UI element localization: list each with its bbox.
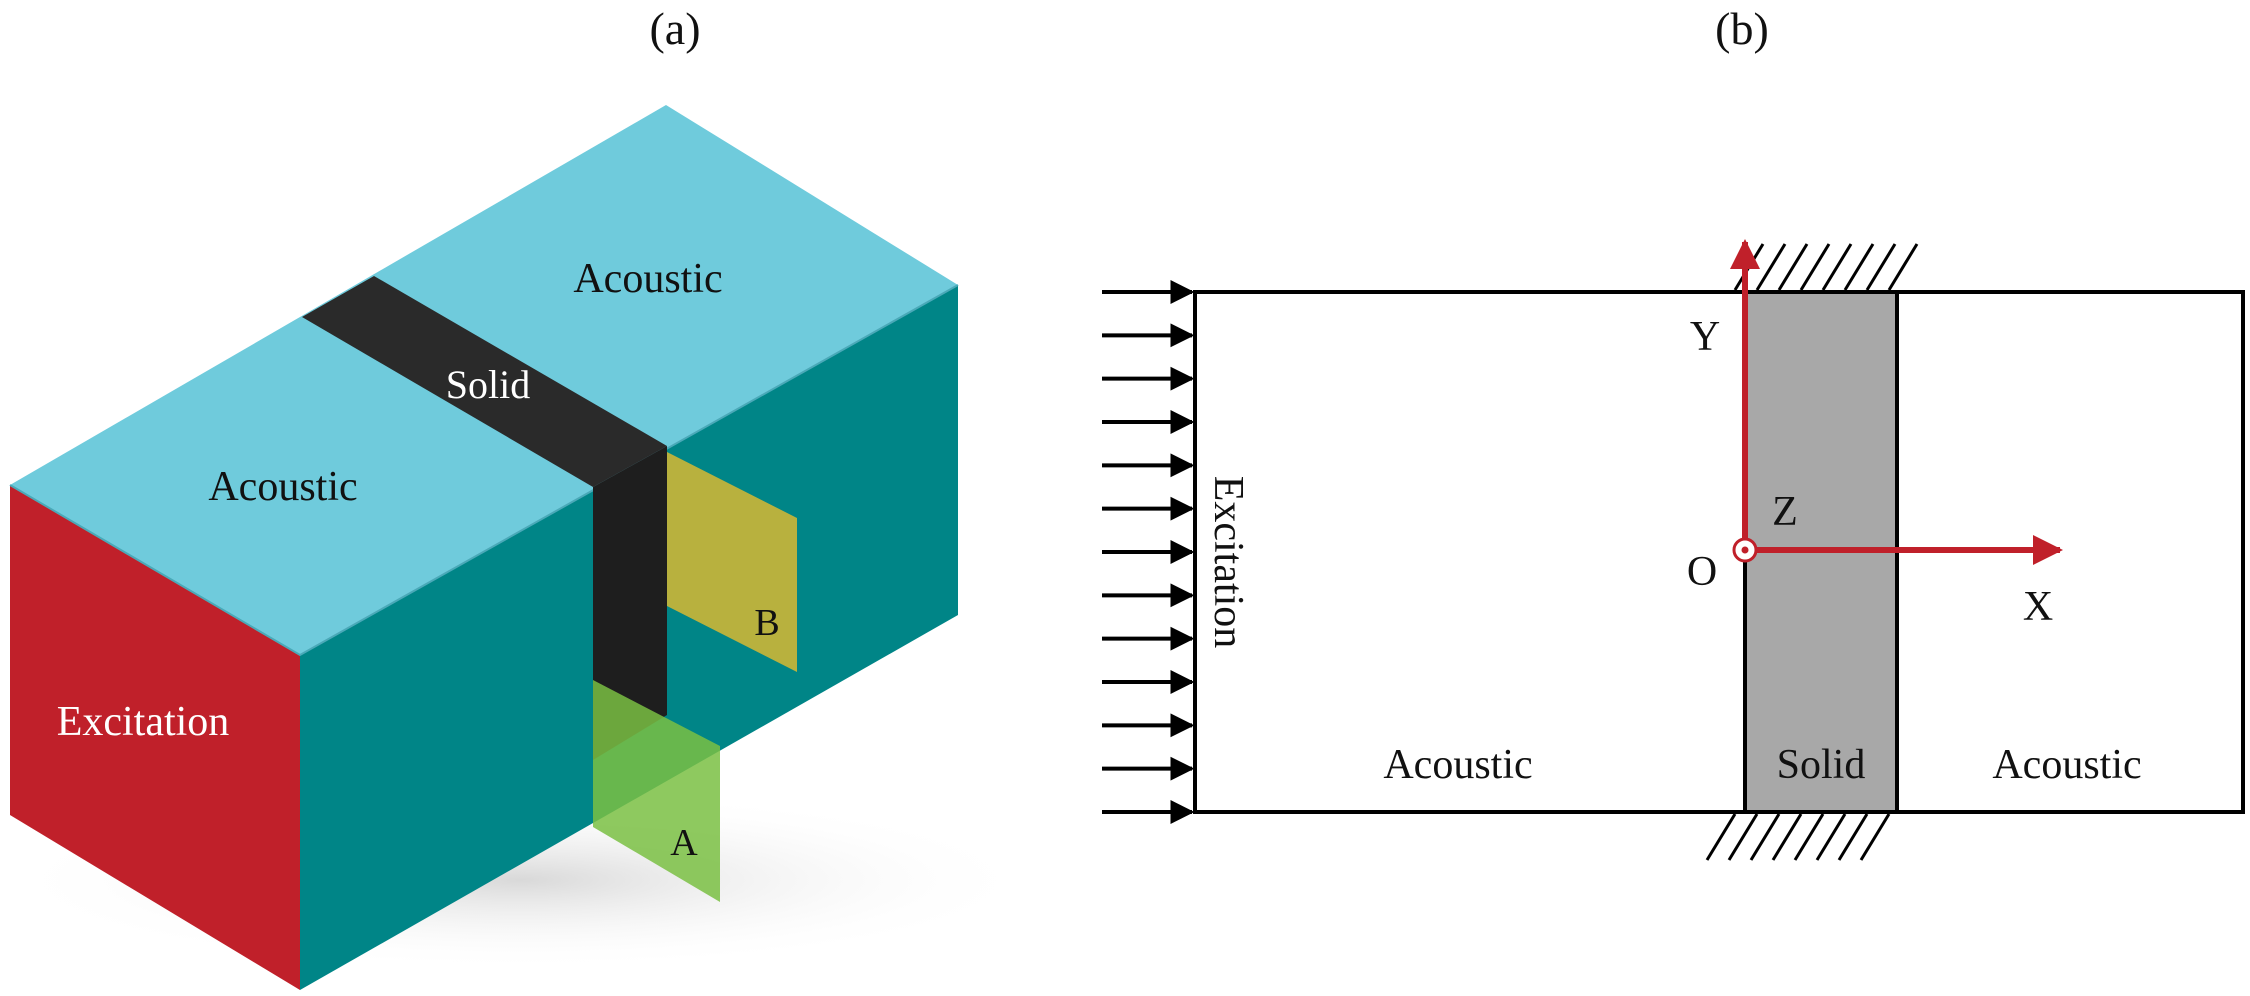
axis-z-dot-icon bbox=[1741, 546, 1749, 554]
label-plane-b: B bbox=[754, 602, 779, 644]
hatch-line bbox=[1755, 243, 1787, 291]
panel-a-label: (a) bbox=[649, 3, 700, 54]
excitation-face bbox=[10, 485, 300, 990]
label-axis-z: Z bbox=[1772, 489, 1798, 535]
solid-strip-top bbox=[302, 276, 667, 487]
fixed-support-hatching-bottom bbox=[1705, 813, 1891, 861]
hatch-line bbox=[1733, 243, 1765, 291]
fixed-support-hatching-top bbox=[1733, 243, 1919, 291]
hatch-line bbox=[1705, 813, 1737, 861]
label-acoustic-top-right: Acoustic bbox=[573, 256, 722, 302]
hatch-line bbox=[1843, 243, 1875, 291]
hatch-line bbox=[1815, 813, 1847, 861]
label-solid: Solid bbox=[446, 362, 530, 407]
hatch-line bbox=[1859, 813, 1891, 861]
panel-a: (a) Acoustic Acoustic Solid Excitation bbox=[0, 3, 1040, 990]
label-axis-x: X bbox=[2023, 584, 2053, 630]
panel-b-label: (b) bbox=[1715, 3, 1769, 54]
label-acoustic-left: Acoustic bbox=[1383, 742, 1532, 788]
plane-b bbox=[667, 452, 797, 672]
hatch-line bbox=[1727, 813, 1759, 861]
domain-boundary bbox=[1193, 290, 2245, 814]
label-acoustic-top-left: Acoustic bbox=[208, 464, 357, 510]
panel-b: (b) Y Z O X Excitation Acoustic Solid Ac… bbox=[1102, 3, 2245, 861]
label-excitation: Excitation bbox=[57, 699, 230, 745]
hatch-line bbox=[1771, 813, 1803, 861]
label-solid-b: Solid bbox=[1777, 742, 1866, 788]
label-axis-y: Y bbox=[1690, 314, 1720, 360]
hatch-line bbox=[1777, 243, 1809, 291]
hatch-line bbox=[1887, 243, 1919, 291]
plane-a bbox=[593, 680, 720, 902]
acoustic-box-3d bbox=[9, 105, 959, 990]
label-acoustic-right: Acoustic bbox=[1992, 742, 2141, 788]
hatch-line bbox=[1799, 243, 1831, 291]
hatch-line bbox=[1865, 243, 1897, 291]
label-plane-a: A bbox=[670, 822, 698, 864]
hatch-line bbox=[1749, 813, 1781, 861]
excitation-arrows bbox=[1102, 280, 1195, 824]
solid-strip-front bbox=[593, 446, 667, 760]
hatch-line bbox=[1821, 243, 1853, 291]
label-origin: O bbox=[1687, 549, 1717, 595]
hatch-line bbox=[1793, 813, 1825, 861]
label-excitation-vertical: Excitation bbox=[1205, 476, 1251, 649]
top-face-edge bbox=[9, 284, 959, 657]
hatch-line bbox=[1837, 813, 1869, 861]
